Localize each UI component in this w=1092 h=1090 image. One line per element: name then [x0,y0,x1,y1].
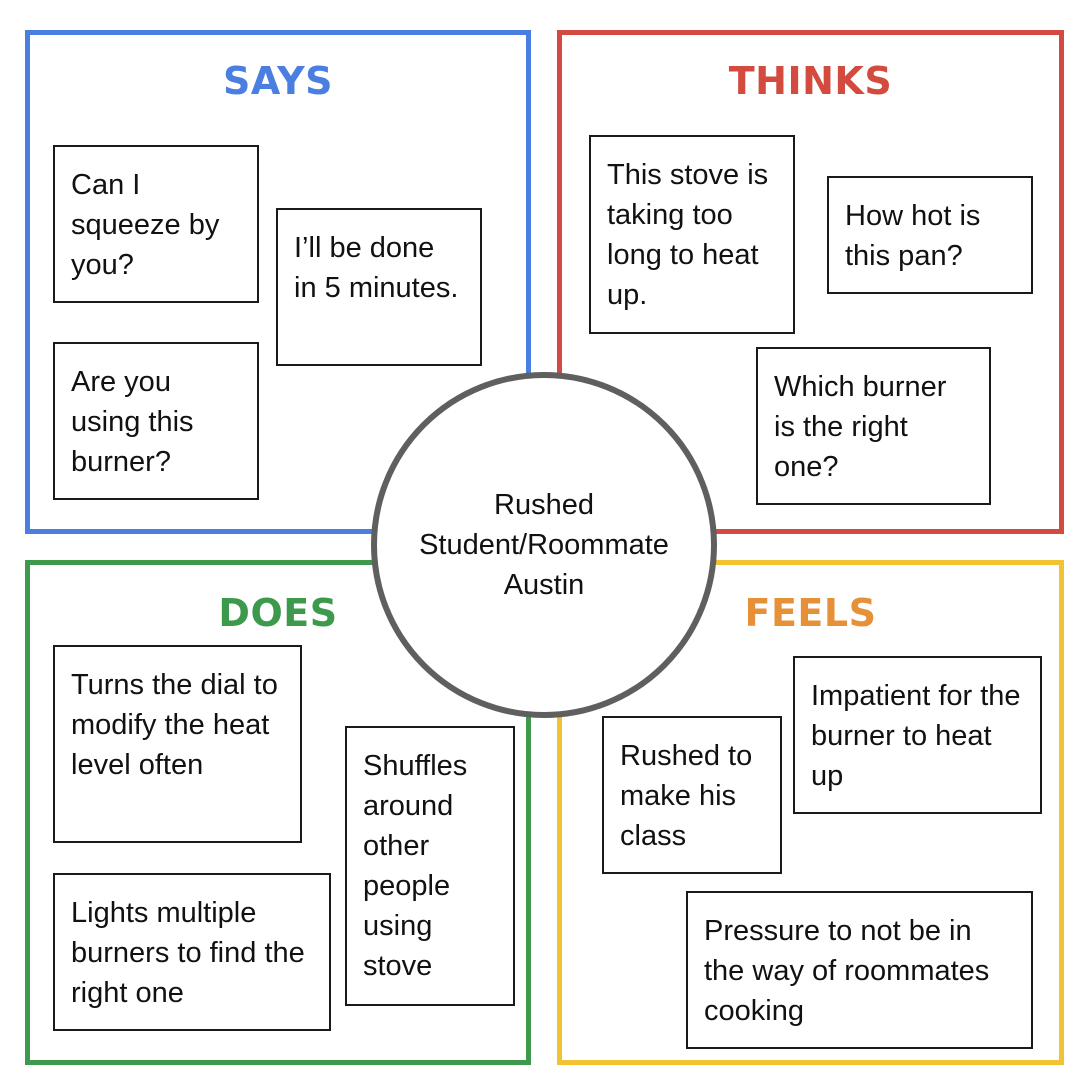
persona-line-3: Austin [503,569,585,601]
thinks-title: THINKS [728,59,893,103]
persona-label: Rushed Student/Roommate Austin [419,485,669,605]
does-note-shuffles: Shuffles around other people using stove [345,726,515,1006]
persona-line-2: Student/Roommate [419,529,669,561]
feels-note-pressure: Pressure to not be in the way of roommat… [686,891,1033,1049]
says-title: SAYS [222,59,334,103]
does-note-turns-dial: Turns the dial to modify the heat level … [53,645,302,843]
feels-note-rushed: Rushed to make his class [602,716,782,874]
feels-title: FEELS [744,591,877,635]
says-note-squeeze: Can I squeeze by you? [53,145,259,303]
does-title: DOES [218,591,338,635]
thinks-note-pan-hot: How hot is this pan? [827,176,1033,294]
says-note-using-burner: Are you using this burner? [53,342,259,500]
feels-note-impatient: Impatient for the burner to heat up [793,656,1042,814]
says-note-done-soon: I’ll be done in 5 minutes. [276,208,482,366]
thinks-note-right-burner: Which burner is the right one? [756,347,991,505]
persona-circle: Rushed Student/Roommate Austin [371,372,717,718]
does-note-lights-burners: Lights multiple burners to find the righ… [53,873,331,1031]
persona-line-1: Rushed [494,489,594,521]
thinks-note-stove-slow: This stove is taking too long to heat up… [589,135,795,334]
